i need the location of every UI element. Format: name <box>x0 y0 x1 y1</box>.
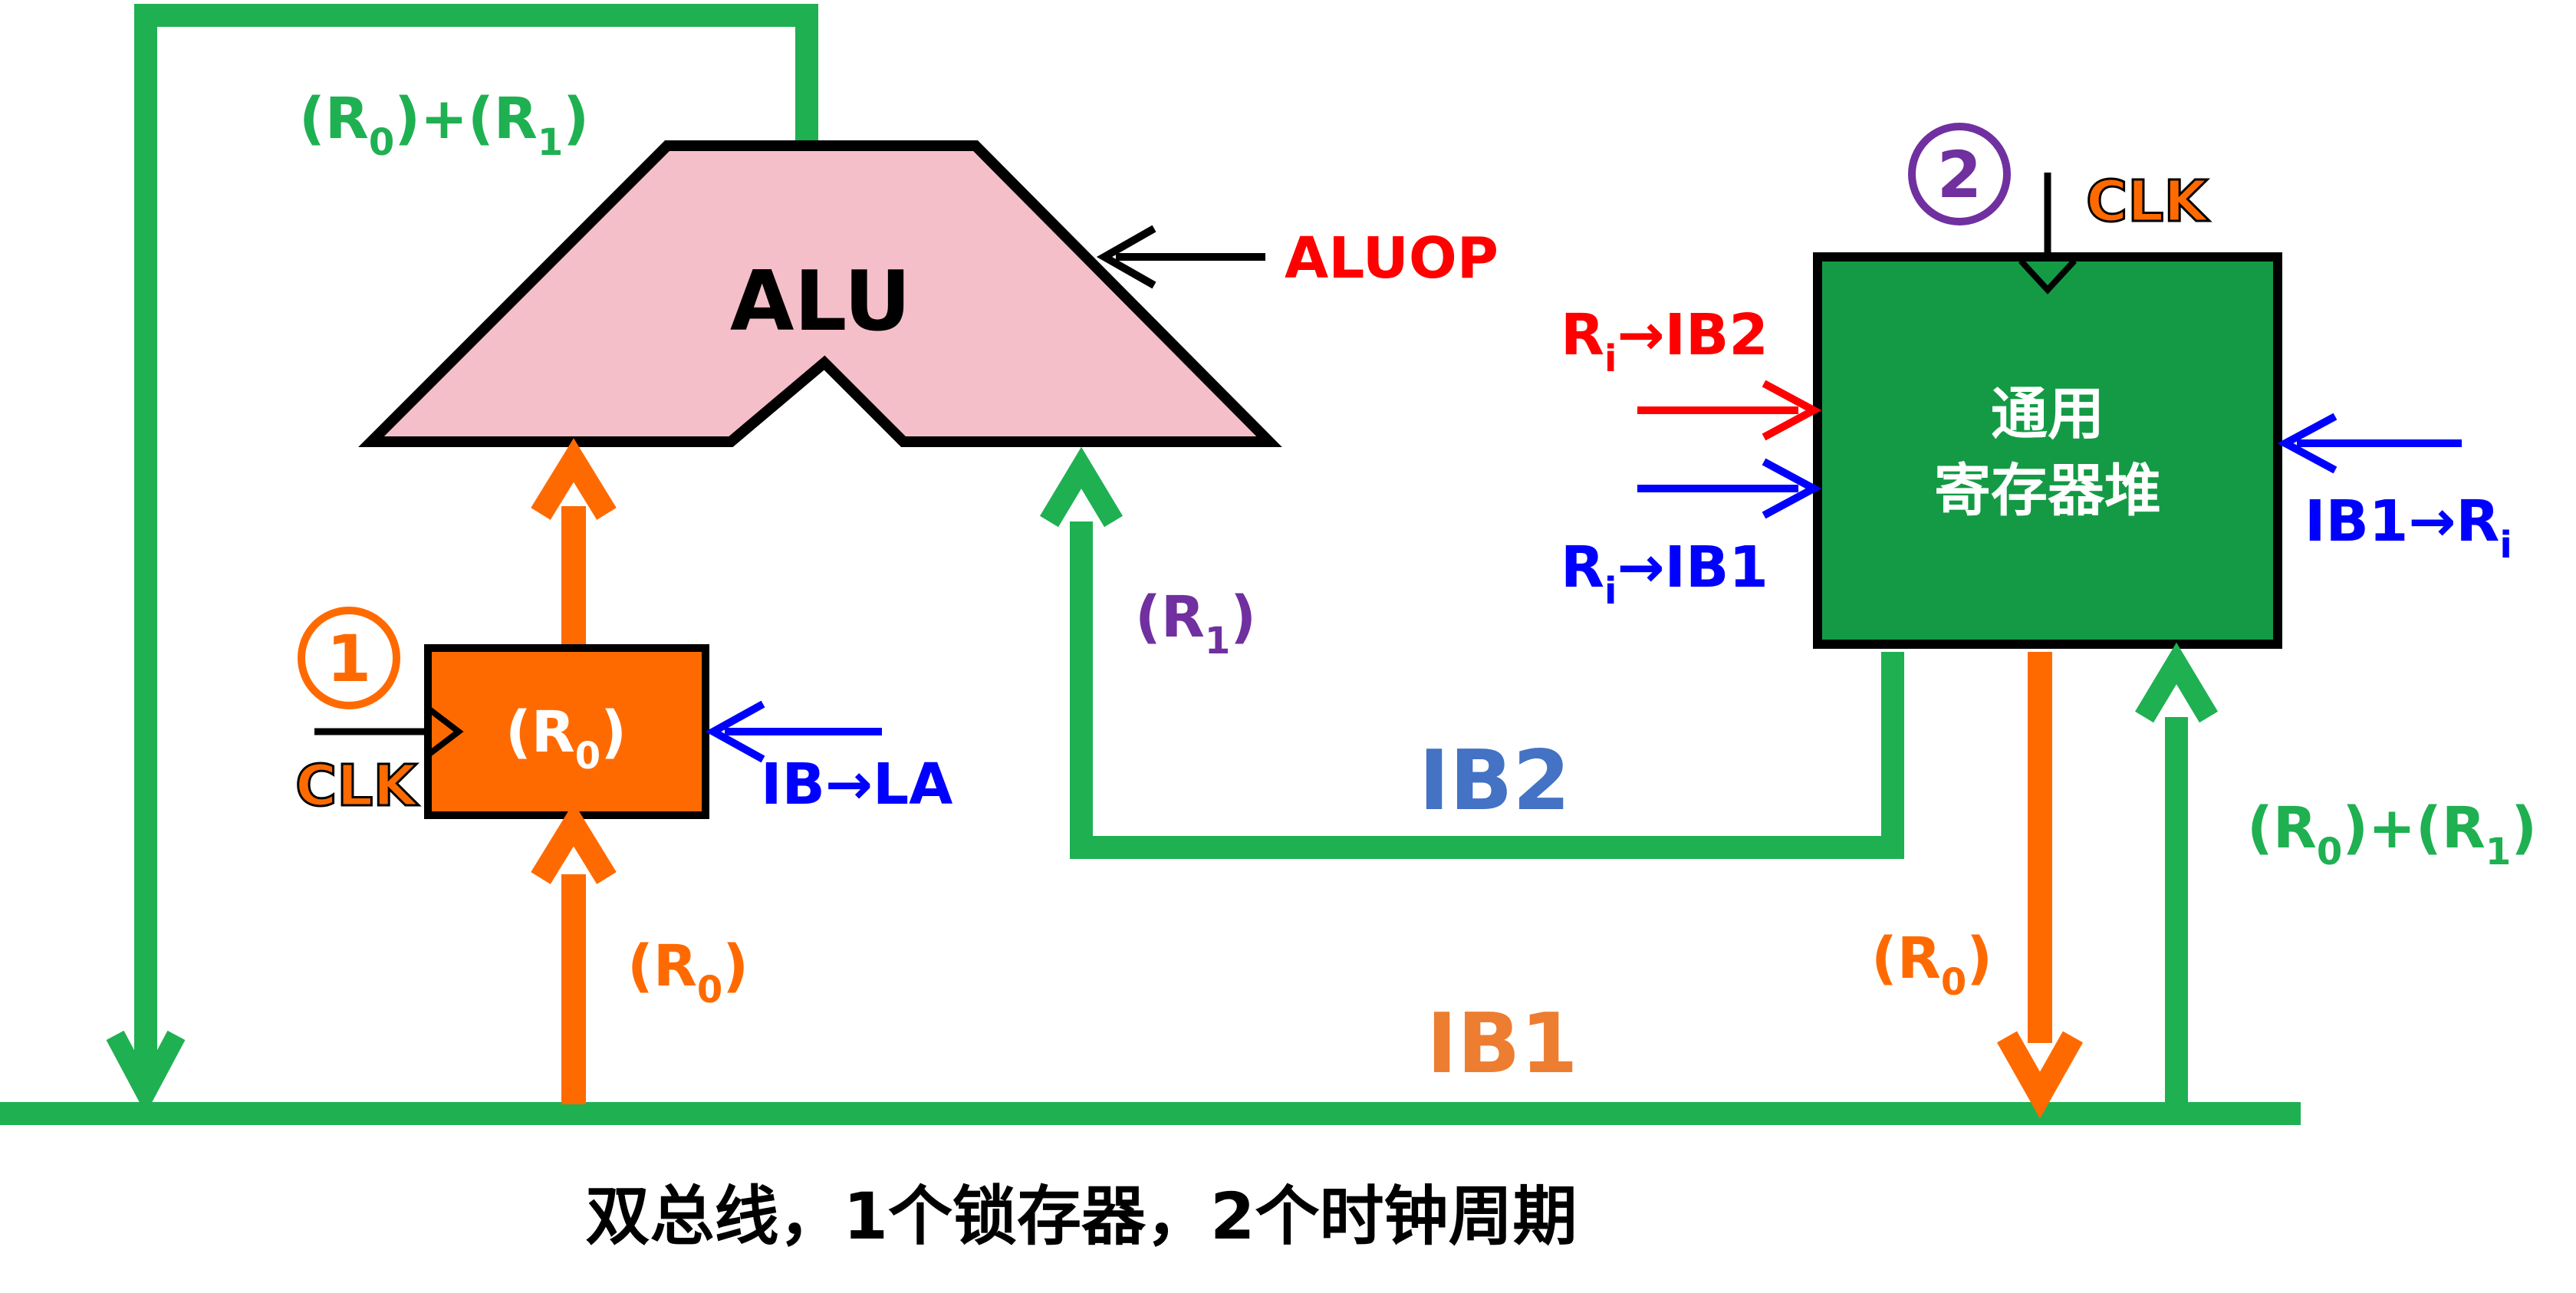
ib-la-label: IB→LA <box>761 752 952 818</box>
ib1-ri-arrowhead <box>2277 413 2337 474</box>
register-file-line2: 寄存器堆 <box>1934 458 2161 524</box>
latch-clk-label: CLK <box>295 753 419 819</box>
ib1-to-latch-arrowhead <box>531 802 617 884</box>
alu-label: ALU <box>730 254 911 350</box>
regfile-clk-triangle <box>2018 258 2077 294</box>
step-2-number: 2 <box>1937 137 1982 212</box>
aluop-label: ALUOP <box>1285 225 1499 291</box>
r1-label: (R1) <box>1135 584 1256 663</box>
ib1-to-regfile-arrowhead <box>2134 642 2219 723</box>
sum-right-label: (R0)+(R1) <box>2247 795 2537 874</box>
latch-to-alu-arrowhead <box>531 438 617 520</box>
register-file <box>1813 252 2282 649</box>
register-file-line1: 通用 <box>1991 381 2104 447</box>
regfile-clk-label: CLK <box>2086 169 2209 235</box>
alu-block <box>358 140 1282 447</box>
latch-label: (R0) <box>505 699 627 778</box>
diagram-caption: 双总线，1个锁存器，2个时钟周期 <box>586 1179 1578 1254</box>
aluop-arrowhead <box>1096 225 1156 289</box>
ri-ib1-label: Ri→IB1 <box>1561 535 1768 613</box>
ri-ib2-arrowhead <box>1762 380 1822 441</box>
ib1-ri-label: IB1→Ri <box>2305 489 2512 567</box>
regfile-to-ib1-arrowhead <box>1996 1031 2084 1119</box>
ri-ib2-label: Ri→IB2 <box>1561 302 1768 380</box>
sum-top-label: (R0)+(R1) <box>299 86 589 164</box>
ri-ib1-arrowhead <box>1762 458 1822 519</box>
step-1-marker <box>298 607 400 709</box>
step-1-number: 1 <box>327 621 371 696</box>
r0-left-label: (R0) <box>627 933 748 1012</box>
ib-la-arrowhead <box>705 700 765 763</box>
ib2-bus-wire <box>1070 521 1904 859</box>
feedback-arrowhead <box>106 1030 186 1114</box>
alu-feedback-wire <box>134 4 818 1089</box>
ib2-label: IB2 <box>1419 733 1571 829</box>
r0-right-label: (R0) <box>1871 926 1992 1004</box>
ib2-arrowhead <box>1039 446 1124 528</box>
ib1-label: IB1 <box>1426 996 1578 1092</box>
latch-clk-triangle <box>427 706 464 757</box>
step-2-marker <box>1908 123 2011 225</box>
